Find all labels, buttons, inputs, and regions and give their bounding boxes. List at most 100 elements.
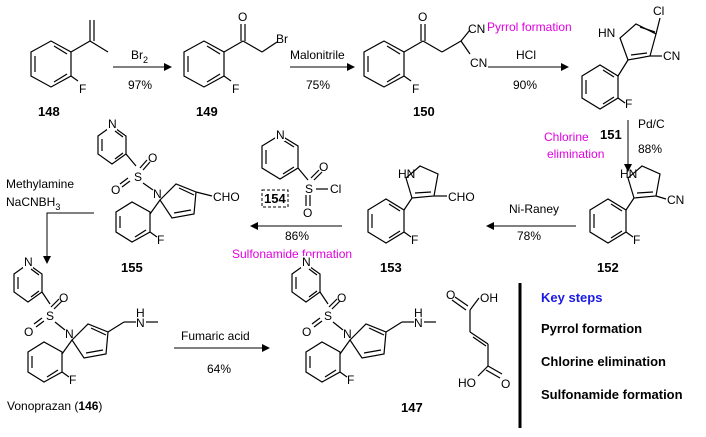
key-step-item: Pyrrol formation bbox=[541, 321, 642, 336]
structure-153: HN CHO F bbox=[367, 165, 475, 247]
atom-label: Br bbox=[276, 32, 288, 46]
arrowhead bbox=[486, 222, 494, 230]
reagent-label: Fumaric acid bbox=[181, 329, 250, 343]
yield-label: 88% bbox=[638, 142, 662, 156]
reagent-label: HCl bbox=[516, 48, 536, 62]
atom-label: CN bbox=[470, 56, 487, 70]
compound-label-151: 151 bbox=[600, 127, 622, 142]
atom-label: O bbox=[303, 206, 312, 220]
compound-label-155: 155 bbox=[121, 260, 143, 275]
reagent-box bbox=[261, 189, 289, 208]
atom-label: S bbox=[134, 170, 142, 184]
compound-label-146: Vonoprazan (146) bbox=[7, 399, 102, 413]
atom-label: N bbox=[24, 255, 33, 269]
key-steps-heading: Key steps bbox=[541, 290, 602, 305]
atom-label: N bbox=[153, 187, 162, 201]
arrowhead bbox=[561, 63, 569, 71]
atom-label: N bbox=[136, 316, 145, 330]
atom-label: HN bbox=[598, 26, 615, 40]
structure-147: N S O O N N H F OH O O bbox=[291, 255, 510, 391]
atom-label: HN bbox=[620, 167, 637, 181]
atom-label: F bbox=[412, 82, 419, 96]
atom-label: S bbox=[46, 309, 54, 323]
step-note: Sulfonamide formation bbox=[232, 247, 352, 261]
atom-label: N bbox=[343, 327, 352, 341]
atom-label: H bbox=[414, 306, 423, 320]
arrowhead bbox=[164, 63, 172, 71]
step-note: elimination bbox=[547, 147, 604, 161]
atom-label: H bbox=[136, 306, 145, 320]
compound-label-154: 154 bbox=[264, 191, 286, 206]
atom-label: O bbox=[24, 325, 33, 339]
atom-label: O bbox=[59, 291, 68, 305]
atom-label: HN bbox=[398, 167, 415, 181]
atom-label: O bbox=[418, 10, 427, 24]
structure-150: O CN CN F bbox=[363, 10, 487, 96]
key-step-item: Chlorine elimination bbox=[541, 354, 666, 369]
reagent-label: Ni-Raney bbox=[509, 202, 559, 216]
atom-label: N bbox=[65, 327, 74, 341]
atom-label: O bbox=[148, 151, 157, 165]
reagent-label: Pd/C bbox=[638, 117, 665, 131]
atom-label: O bbox=[319, 160, 328, 174]
yield-label: 64% bbox=[207, 362, 231, 376]
structure-146: N S O O N N H F bbox=[13, 255, 158, 387]
yield-label: 78% bbox=[517, 229, 541, 243]
atom-label: CN bbox=[468, 22, 485, 36]
atom-label: OH bbox=[480, 291, 498, 305]
step-note: Chlorine bbox=[544, 130, 589, 144]
atom-label: F bbox=[79, 82, 86, 96]
atom-label: S bbox=[305, 182, 313, 196]
atom-label: O bbox=[111, 183, 120, 197]
atom-label: S bbox=[324, 309, 332, 323]
structure-154: N S O O Cl bbox=[261, 128, 341, 220]
step-note: Pyrrol formation bbox=[487, 20, 572, 34]
atom-label: O bbox=[337, 291, 346, 305]
atom-label: O bbox=[238, 10, 247, 24]
atom-label: N bbox=[276, 128, 285, 142]
reaction-arrow-7 bbox=[46, 212, 94, 258]
yield-label: 90% bbox=[513, 78, 537, 92]
atom-label: N bbox=[108, 117, 117, 131]
arrowhead bbox=[624, 164, 632, 172]
reagent-label: Br2 bbox=[131, 48, 148, 65]
reagent-label: Methylamine bbox=[6, 177, 74, 191]
reagent-label: Malonitrile bbox=[290, 48, 345, 62]
atom-label: N bbox=[414, 316, 423, 330]
atom-label: HO bbox=[458, 376, 476, 390]
arrowhead bbox=[262, 344, 270, 352]
atom-label: N bbox=[302, 255, 311, 269]
atom-label: F bbox=[347, 373, 354, 387]
atom-label: F bbox=[232, 82, 239, 96]
atom-label: Cl bbox=[653, 4, 664, 18]
atom-label: O bbox=[302, 325, 311, 339]
atom-label: F bbox=[625, 97, 632, 111]
atom-label: F bbox=[411, 233, 418, 247]
structure-152: HN CN F bbox=[589, 165, 684, 247]
structure-151: HN Cl CN F bbox=[581, 4, 680, 111]
compound-label-150: 150 bbox=[413, 104, 435, 119]
arrowhead bbox=[43, 256, 51, 264]
atom-label: CN bbox=[667, 193, 684, 207]
key-step-item: Sulfonamide formation bbox=[541, 387, 683, 402]
atom-label: F bbox=[157, 233, 164, 247]
structure-155: N S O O N CHO F bbox=[97, 117, 240, 247]
atom-label: F bbox=[633, 233, 640, 247]
arrowhead bbox=[250, 222, 258, 230]
atom-label: O bbox=[446, 288, 455, 302]
atom-label: O bbox=[501, 377, 510, 391]
compound-label-149: 149 bbox=[196, 104, 218, 119]
compound-label-147: 147 bbox=[401, 400, 423, 415]
atom-label: CN bbox=[663, 49, 680, 63]
reagent-label: NaCNBH3 bbox=[6, 195, 60, 212]
compound-label-152: 152 bbox=[597, 260, 619, 275]
arrowhead bbox=[347, 63, 355, 71]
atom-label: CHO bbox=[448, 190, 475, 204]
yield-label: 86% bbox=[285, 229, 309, 243]
structure-148: F bbox=[30, 20, 109, 96]
atom-label: CHO bbox=[213, 190, 240, 204]
atom-label: Cl bbox=[330, 182, 341, 196]
compound-label-148: 148 bbox=[38, 104, 60, 119]
structure-149: O Br F bbox=[183, 10, 288, 96]
